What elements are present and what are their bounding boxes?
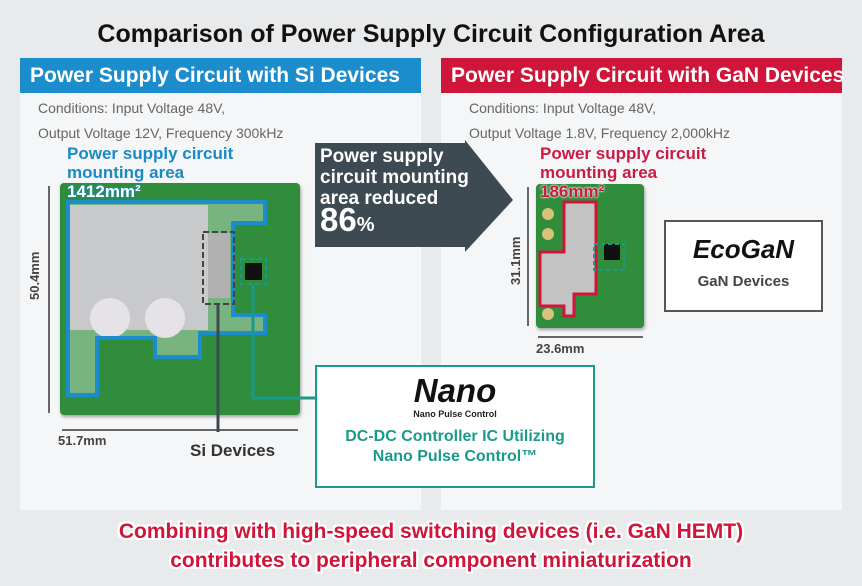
nano-logo: Nano	[413, 372, 497, 409]
controller-ic	[245, 263, 262, 280]
arrow-text-line: area reduced	[320, 188, 439, 209]
footer-line-1: Combining with high-speed switching devi…	[118, 520, 744, 543]
arrow-text-line: circuit mounting	[320, 167, 469, 188]
capacitor	[90, 298, 130, 338]
gan-panel-header: Power Supply Circuit with GaN Devices	[441, 58, 844, 93]
si-devices-label: Si Devices	[190, 441, 276, 460]
area-label-line: Power supply circuit	[540, 144, 707, 163]
si-conditions: Conditions: Input Voltage 48V, Output Vo…	[38, 96, 283, 146]
si-condition-line: Output Voltage 12V, Frequency 300kHz	[38, 125, 284, 141]
ecogan-box: EcoGaN GaN Devices	[664, 220, 823, 312]
si-condition-line: Conditions: Input Voltage 48V,	[38, 100, 226, 116]
area-label-line: mounting area	[67, 163, 185, 182]
footer-line-2: contributes to peripheral component mini…	[170, 549, 692, 572]
area-label-line: mounting area	[540, 163, 658, 182]
si-mosfets	[208, 233, 230, 298]
gan-area-value: 186mm²	[540, 182, 605, 201]
arrow-text: Power supply circuit mounting area reduc…	[320, 146, 469, 236]
si-width-label: 51.7mm	[58, 433, 107, 448]
reduction-value: 86	[320, 201, 357, 238]
nano-label: DC-DC Controller IC Utilizing Nano Pulse…	[317, 427, 593, 467]
nano-label-line: DC-DC Controller IC Utilizing	[345, 428, 565, 445]
gan-devices-label: GaN Devices	[697, 273, 790, 290]
nano-box: Nano Nano Pulse Control DC-DC Controller…	[315, 365, 595, 488]
gan-area-outline	[538, 200, 625, 320]
si-panel-header: Power Supply Circuit with Si Devices	[20, 58, 421, 93]
arrow-text-line: Power supply	[320, 146, 444, 167]
gan-condition-line: Conditions: Input Voltage 48V,	[469, 100, 657, 116]
gan-area-label: Power supply circuit mounting area 186mm…	[540, 144, 706, 201]
nano-logo-sub: Nano Pulse Control	[413, 409, 497, 419]
nano-label-line: Nano Pulse Control™	[372, 448, 538, 465]
si-area-label: Power supply circuit mounting area 1412m…	[67, 144, 233, 201]
reduction-unit: %	[356, 214, 375, 236]
si-area-value: 1412mm²	[67, 182, 141, 201]
gan-board-image	[536, 184, 644, 328]
ecogan-logo: EcoGaN	[692, 234, 795, 264]
area-label-line: Power supply circuit	[67, 144, 234, 163]
capacitor	[145, 298, 185, 338]
gan-width-label: 23.6mm	[536, 341, 585, 356]
gan-conditions: Conditions: Input Voltage 48V, Output Vo…	[469, 96, 730, 146]
gan-condition-line: Output Voltage 1.8V, Frequency 2,000kHz	[469, 125, 730, 141]
page-title: Comparison of Power Supply Circuit Confi…	[97, 20, 765, 48]
